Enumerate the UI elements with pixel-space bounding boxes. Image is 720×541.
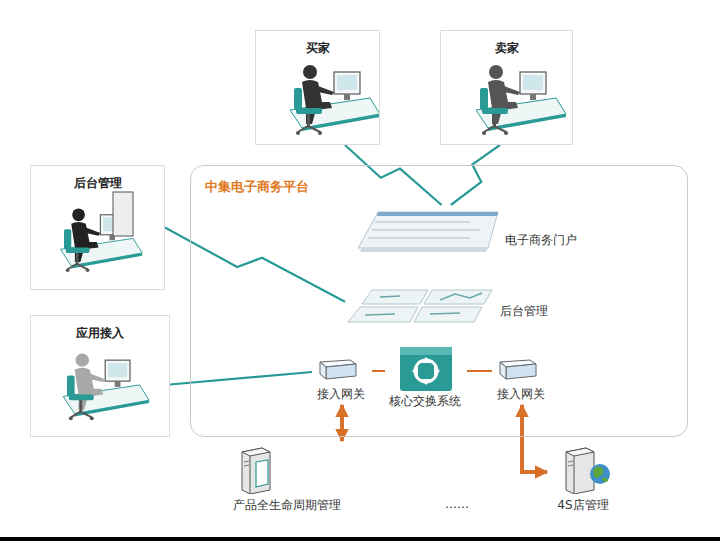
gateway-icon xyxy=(320,360,356,379)
seller-figure-part xyxy=(476,65,566,135)
admin-panels-part xyxy=(414,307,482,322)
core-switch-node: 核心交换系统 xyxy=(385,344,467,410)
server-icon-part xyxy=(590,464,610,484)
buyer-figure xyxy=(290,65,380,135)
portal-screen-part xyxy=(375,222,470,223)
gateway-node: 接入网关 xyxy=(312,355,372,403)
server-icon-part xyxy=(256,460,268,487)
portal-screen-part xyxy=(377,212,498,216)
admin-panels xyxy=(348,290,492,322)
seller-figure xyxy=(476,65,566,135)
server-icon-part xyxy=(242,448,270,494)
core-switch-icon-part xyxy=(415,360,437,382)
platform-region: 中集电子商务平台电子商务门户后台管理接入网关核心交换系统 接入网关 xyxy=(190,165,688,437)
network-link xyxy=(345,145,442,205)
data-arrow xyxy=(340,405,344,441)
node-label: 接入网关 xyxy=(317,387,365,401)
server-icon xyxy=(566,448,610,494)
gateway-icon xyxy=(500,360,536,379)
gateway-icon-part xyxy=(320,362,326,379)
data-arrow xyxy=(522,405,547,472)
switch-link xyxy=(467,370,492,372)
buyer-figure-part xyxy=(290,65,380,135)
portal-screen xyxy=(358,212,498,252)
server-node: 4S店管理 xyxy=(548,442,620,514)
portal-screen-part xyxy=(358,212,498,248)
node-label: 中集电子商务平台 xyxy=(205,179,309,195)
core-switch-icon-part xyxy=(400,347,452,355)
admin-figure xyxy=(60,192,142,272)
node-label: 产品全生命周期管理 xyxy=(233,498,341,512)
node-label: 买家 xyxy=(306,41,330,55)
node-label: 后台管理 xyxy=(74,176,122,190)
frame-bottom-rule xyxy=(0,537,720,541)
actor-box: 后台管理 xyxy=(30,165,165,290)
node-label: 后台管理 xyxy=(500,304,548,318)
server-icon-part xyxy=(593,466,608,482)
server-icon-part xyxy=(566,448,594,494)
node-label: 应用接入 xyxy=(76,326,124,340)
gateway-icon-part xyxy=(326,364,356,379)
admin-panels-part xyxy=(424,290,492,304)
gateway-icon-part xyxy=(506,364,536,379)
actor-box: 买家 xyxy=(255,30,380,145)
node-label: 电子商务门户 xyxy=(505,233,577,247)
network-link xyxy=(170,372,312,385)
core-switch-icon xyxy=(400,347,452,391)
actor-box: 应用接入 xyxy=(30,315,170,437)
portal-node: 电子商务门户 xyxy=(355,205,583,255)
portal-screen-part xyxy=(368,238,470,239)
node-label: 卖家 xyxy=(495,41,519,55)
ellipsis-label: …… xyxy=(445,497,469,511)
gateway-icon-part xyxy=(500,362,506,379)
core-switch-icon-part xyxy=(412,357,440,385)
server-icon xyxy=(242,448,270,494)
network-link xyxy=(165,228,345,302)
portal-screen-part xyxy=(360,248,488,252)
portal-screen-part xyxy=(372,230,480,231)
switch-link xyxy=(372,370,385,372)
admin-panels-part xyxy=(365,293,482,315)
node-label: 接入网关 xyxy=(497,387,545,401)
admin-node: 后台管理 xyxy=(345,285,555,327)
node-label: 核心交换系统 xyxy=(389,394,461,408)
core-switch-icon-part xyxy=(400,347,452,391)
node-label: 4S店管理 xyxy=(557,498,608,512)
server-node: 产品全生命周期管理 xyxy=(228,442,348,514)
actor-box: 卖家 xyxy=(440,30,573,145)
gateway-node: 接入网关 xyxy=(492,355,552,403)
pc-tower xyxy=(113,192,133,236)
access-figure xyxy=(63,353,149,420)
access-figure-part xyxy=(63,353,149,420)
network-link xyxy=(451,145,500,205)
